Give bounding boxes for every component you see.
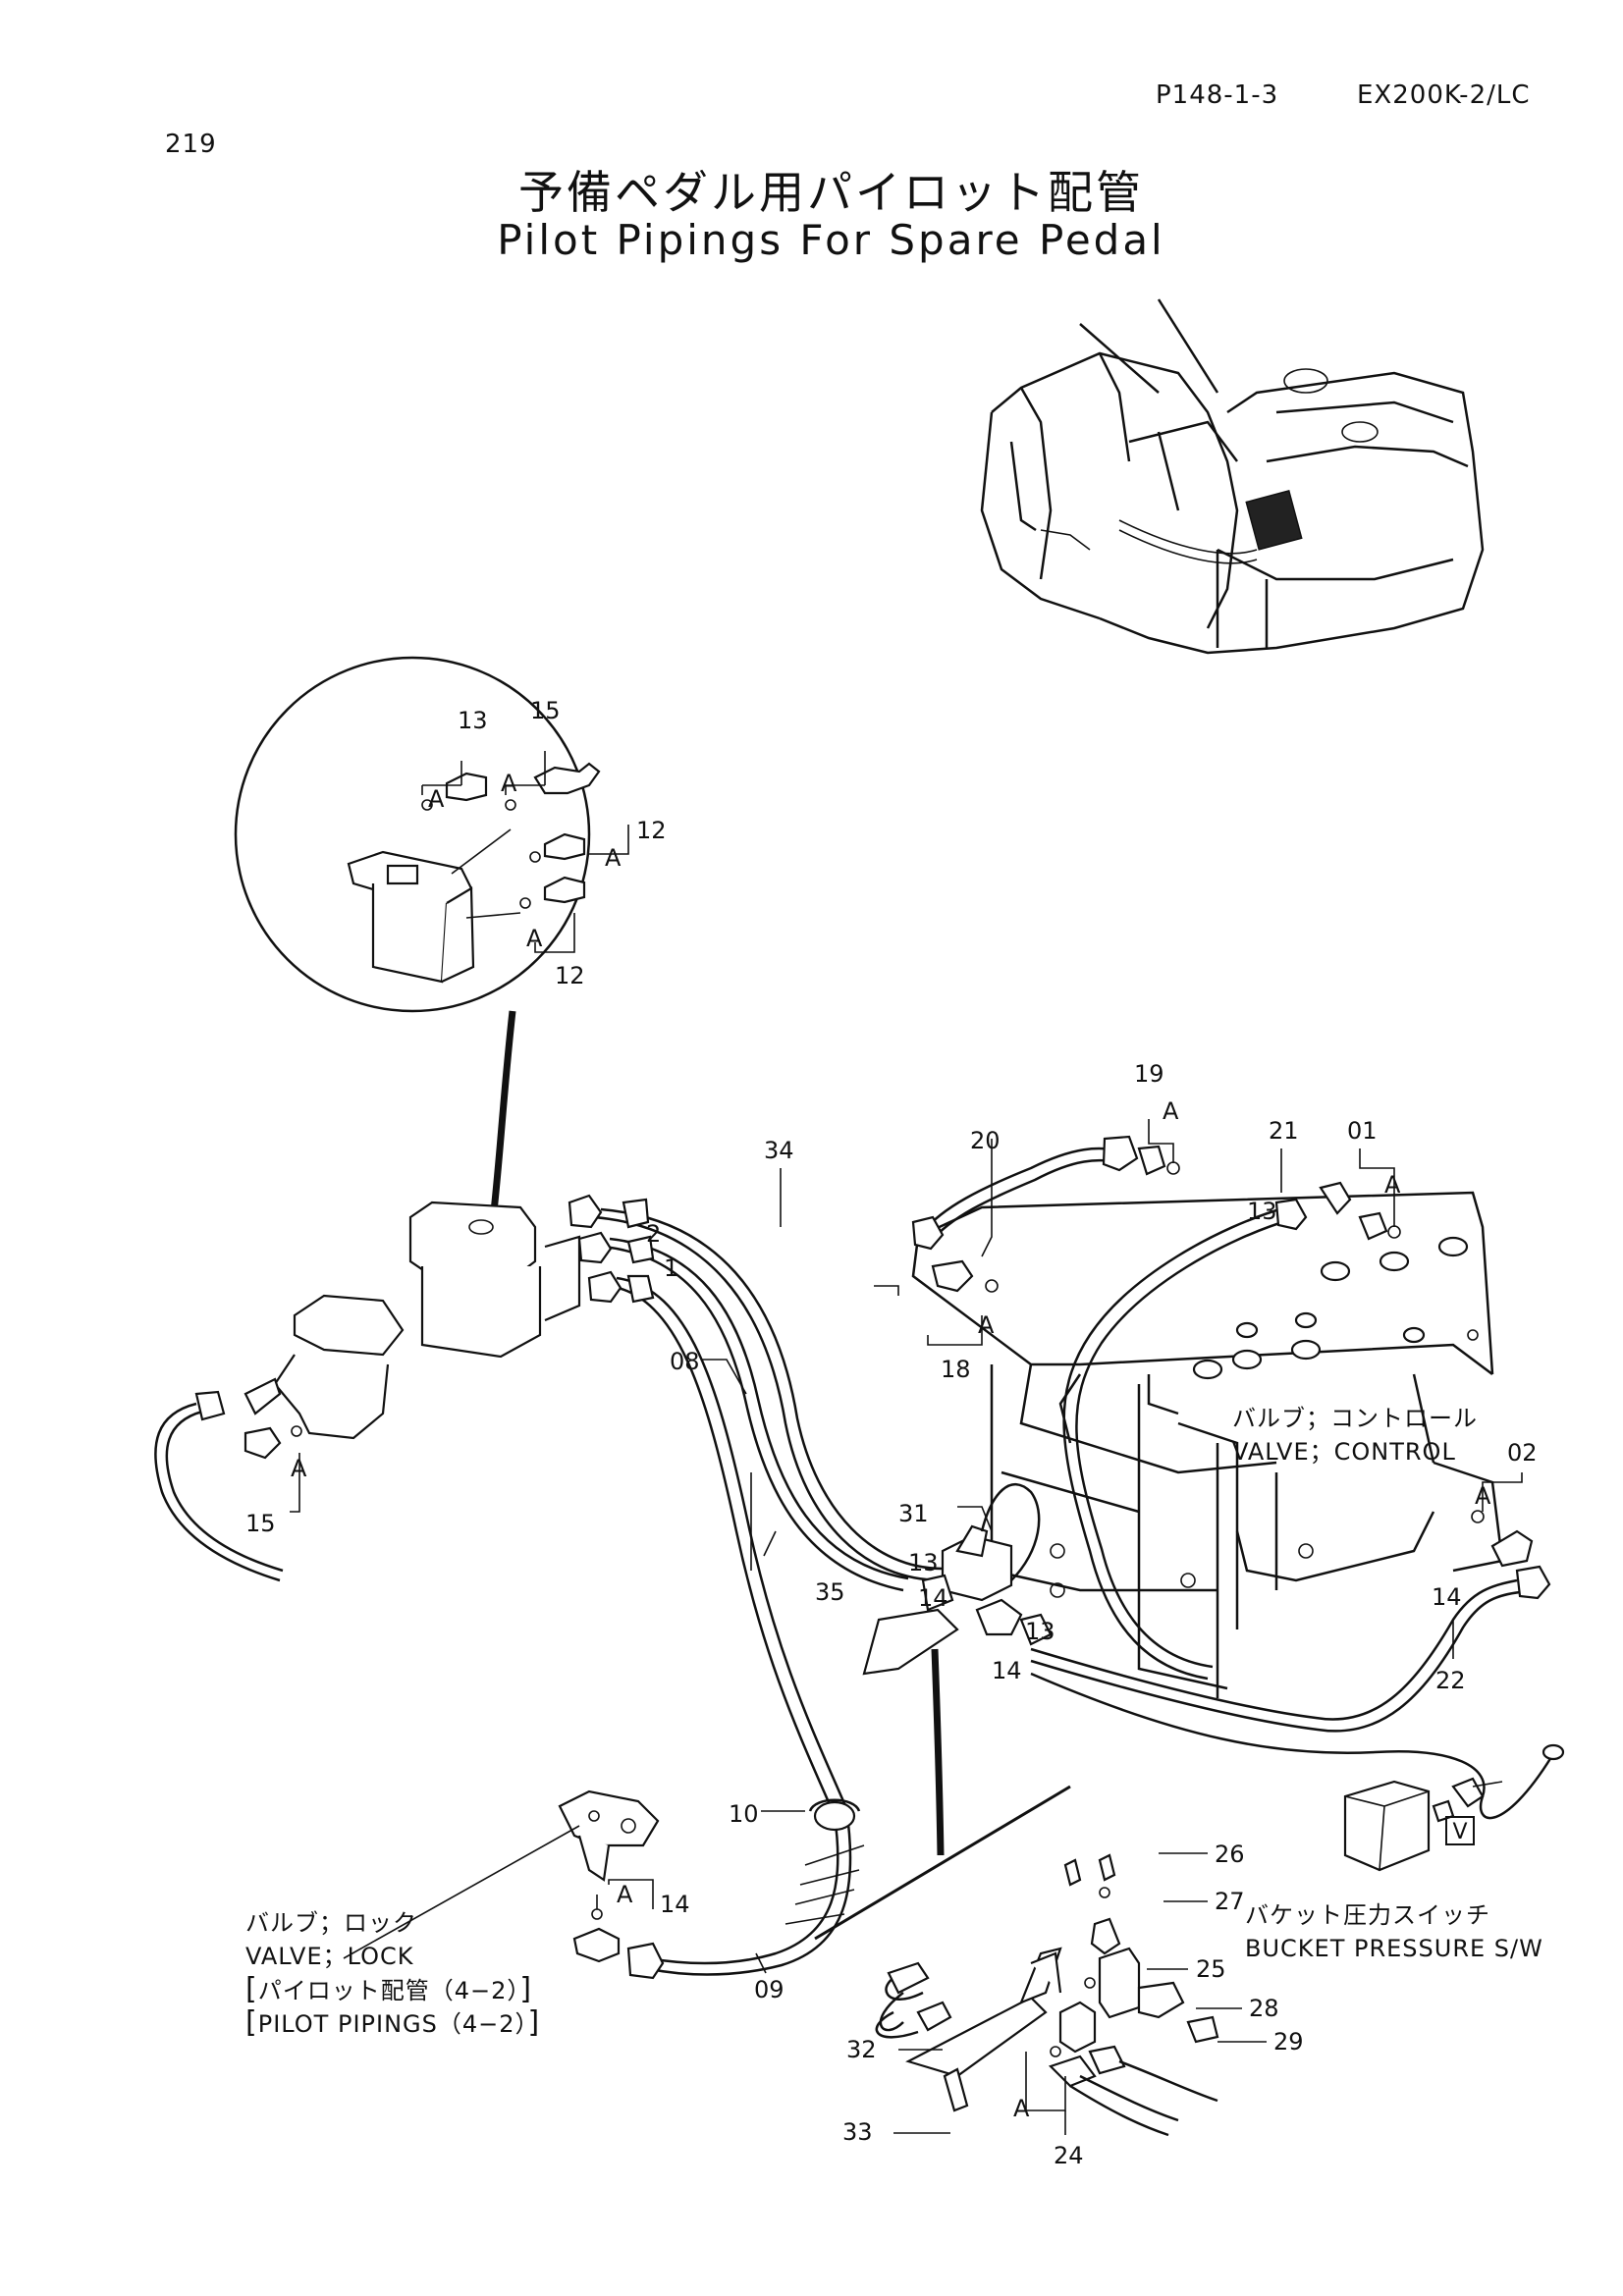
- callout-34: 34: [764, 1137, 794, 1164]
- callout-15-left: 15: [245, 1510, 276, 1537]
- pilot-piping-ref-en: [PILOT PIPINGS（4−2）]: [245, 2005, 541, 2040]
- callout-19: 19: [1134, 1060, 1164, 1088]
- callout-22: 22: [1435, 1667, 1466, 1694]
- callout-18: 18: [941, 1356, 971, 1383]
- bucket-switch-label-en: BUCKET PRESSURE S/W: [1245, 1935, 1543, 1962]
- pilot-piping-ref-en-text: PILOT PIPINGS（4−2）: [257, 2010, 528, 2038]
- callout-20: 20: [970, 1127, 1001, 1154]
- page-number: 219: [165, 130, 217, 159]
- callout-26: 26: [1215, 1841, 1245, 1868]
- pilot-manifold: [862, 1483, 1053, 1676]
- valve-lock-label-en: VALVE；LOCK: [245, 1943, 414, 1970]
- leader-lines: [702, 1119, 1523, 2135]
- callout-28: 28: [1249, 1995, 1279, 2022]
- valve-control-label-en: VALVE；CONTROL: [1232, 1438, 1456, 1466]
- callout-02: 02: [1507, 1439, 1538, 1467]
- mark-a-inset: A: [1013, 2095, 1030, 2122]
- mark-a-02: A: [1475, 1482, 1491, 1510]
- pilot-hoses: [568, 1194, 944, 1817]
- connector-v-box: V: [1445, 1816, 1475, 1845]
- callout-21: 21: [1269, 1117, 1299, 1145]
- callout-10: 10: [729, 1800, 759, 1828]
- valve-control-label-jp: バルブ；コントロール: [1232, 1405, 1478, 1432]
- mark-a-15-left: A: [291, 1455, 307, 1482]
- machine-model: EX200K-2/LC: [1357, 80, 1531, 110]
- spare-pedal-valve-left: [243, 1294, 405, 1440]
- mark-a-13: A: [428, 785, 445, 813]
- callout-12-upper: 12: [636, 817, 667, 844]
- mark-a-01: A: [1384, 1171, 1401, 1199]
- mark-a-18: A: [978, 1311, 995, 1339]
- pilot-piping-ref-jp: [パイロット配管（4−2）]: [245, 1972, 533, 2006]
- callout-24: 24: [1054, 2142, 1084, 2169]
- page-title-english: Pilot Pipings For Spare Pedal: [497, 216, 1165, 264]
- mark-a-lock: A: [617, 1881, 633, 1908]
- valve-lock-label-jp: バルブ；ロック: [245, 1909, 417, 1937]
- port-label-2: 2: [646, 1220, 662, 1248]
- callout-35: 35: [815, 1578, 845, 1606]
- document-code: P148-1-3: [1156, 80, 1279, 110]
- mark-a-12-upper: A: [605, 844, 622, 872]
- callout-31: 31: [898, 1500, 929, 1527]
- callout-12-lower: 12: [555, 962, 585, 989]
- callout-27: 27: [1215, 1888, 1245, 1915]
- callout-13-manifold-a: 13: [908, 1549, 939, 1576]
- mark-a-19: A: [1163, 1097, 1179, 1125]
- mark-a-15: A: [501, 770, 517, 797]
- callout-13-manifold-b: 13: [1025, 1618, 1055, 1645]
- callout-14-manifold-b: 14: [992, 1657, 1022, 1684]
- callout-14-hose22: 14: [1432, 1583, 1462, 1611]
- bucket-switch-label-jp: バケット圧力スイッチ: [1245, 1901, 1490, 1929]
- callout-14-lock: 14: [660, 1891, 690, 1918]
- bracket-detail-inset: [875, 1853, 1219, 2137]
- spare-pedal-valve: [408, 1201, 581, 1359]
- pilot-piping-ref-jp-text: パイロット配管（4−2）: [257, 1977, 520, 2004]
- lock-valve: [558, 1789, 660, 1963]
- callout-29: 29: [1273, 2028, 1304, 2056]
- callout-15-detail: 15: [530, 697, 561, 724]
- callout-13-hose21: 13: [1247, 1198, 1277, 1225]
- callout-33: 33: [842, 2118, 873, 2146]
- callout-09: 09: [754, 1976, 784, 2003]
- callout-32: 32: [846, 2036, 877, 2063]
- callout-25: 25: [1196, 1955, 1226, 1983]
- page-title-japanese: 予備ペダル用パイロット配管: [518, 166, 1144, 219]
- callout-01: 01: [1347, 1117, 1378, 1145]
- callout-14-manifold-a: 14: [918, 1584, 948, 1612]
- mark-a-12-lower: A: [526, 925, 543, 952]
- excavator-overview-illustration: [980, 298, 1485, 655]
- pedal-detail-magnified-view: [234, 656, 629, 1013]
- callout-08: 08: [670, 1348, 700, 1375]
- callout-13-detail: 13: [458, 707, 488, 734]
- port-label-1: 1: [664, 1255, 679, 1282]
